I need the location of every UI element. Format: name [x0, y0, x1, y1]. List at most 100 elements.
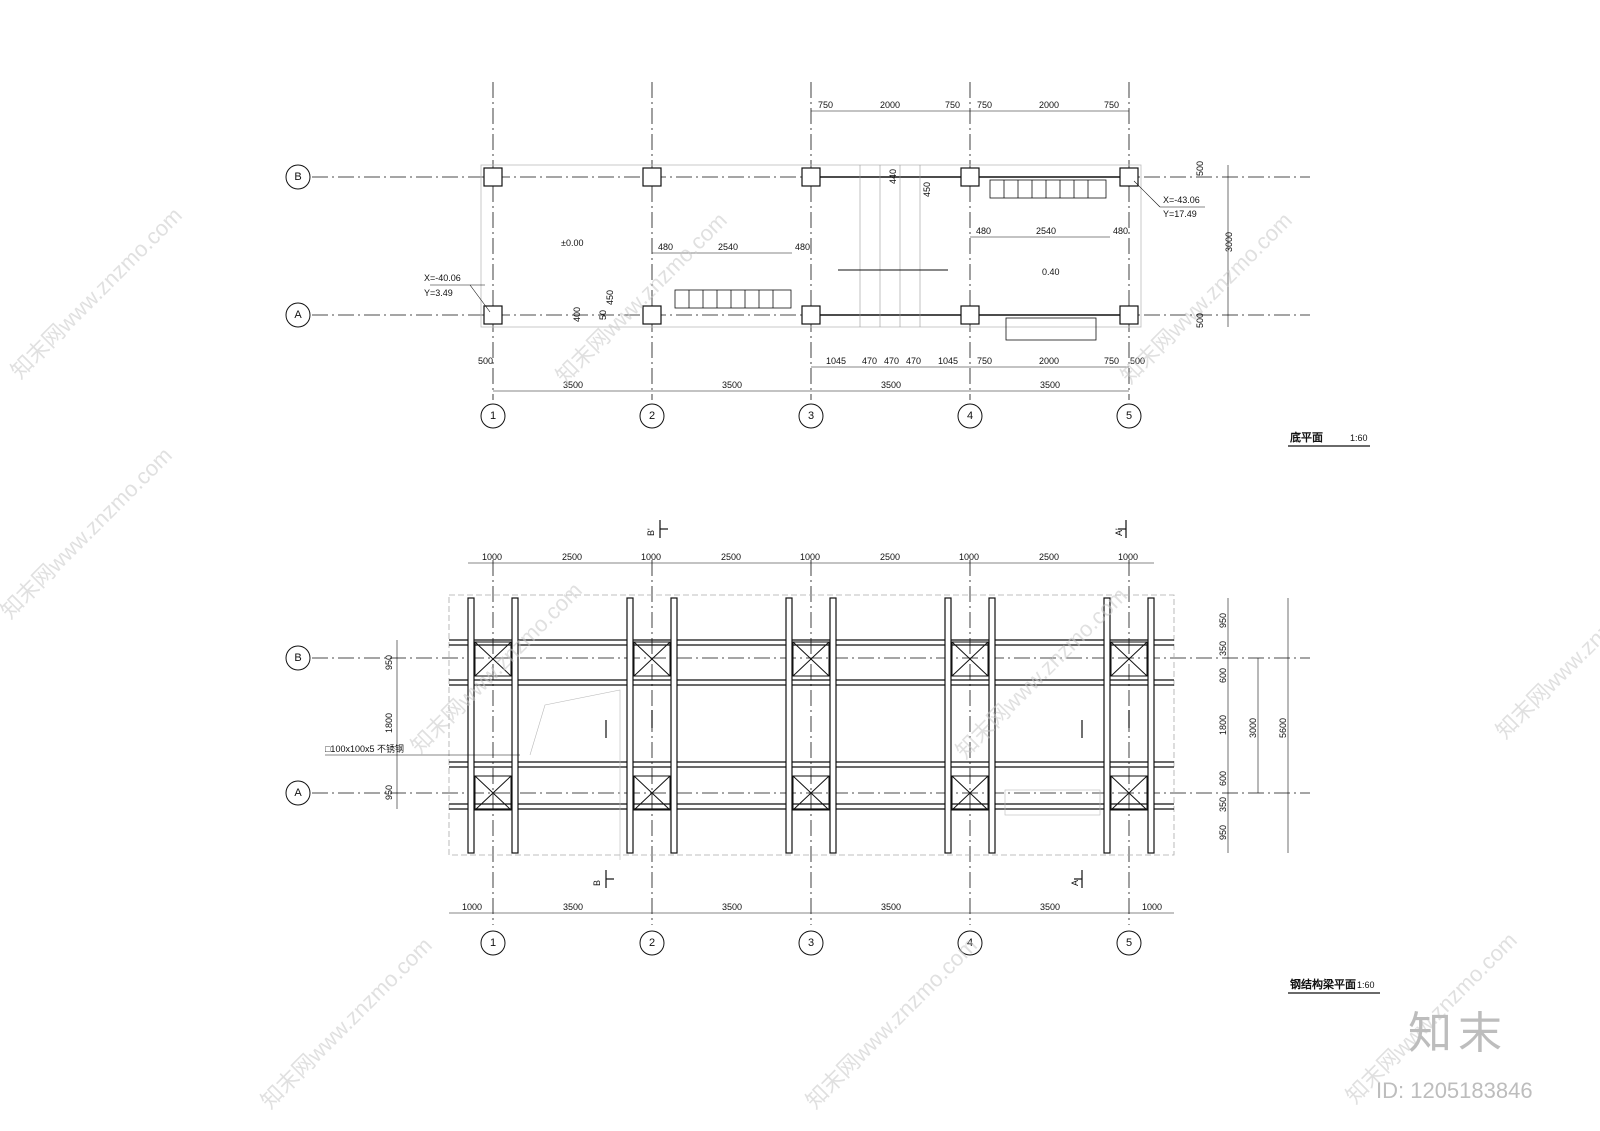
watermark-2: 知末网www.znzmo.com	[551, 207, 732, 388]
plan2-right-dim-7: 950	[1218, 825, 1228, 840]
plan1-axis-5: 5	[1126, 410, 1132, 422]
plan2-top-dim-9: 1000	[1118, 552, 1138, 562]
id-text: ID: 1205183846	[1376, 1078, 1533, 1103]
plan2-section-a-prime: A'	[1114, 528, 1124, 536]
plan1-bay-dim-3: 3500	[881, 380, 901, 390]
plan2-bottom-dim-3: 3500	[722, 902, 742, 912]
plan1-coord-right-x: X=-43.06	[1163, 195, 1200, 205]
plan1-right-dim-1: 500	[1195, 161, 1205, 176]
plan2-top-dim-8: 2500	[1039, 552, 1059, 562]
plan2-top-dim-5: 1000	[800, 552, 820, 562]
plan2-axis-a: A	[294, 787, 302, 799]
brand-logo-text: 知末	[1408, 1009, 1508, 1058]
plan2-right-dim-5: 600	[1218, 771, 1228, 786]
plan2-axis-3: 3	[808, 937, 814, 949]
plan1-bottom-dim-7: 2000	[1039, 356, 1059, 366]
watermark-9: 知末网www.znzmo.com	[801, 932, 982, 1113]
plan2-bottom-dim-1: 1000	[462, 902, 482, 912]
plan2-overall-dim-3000: 3000	[1248, 718, 1258, 738]
plan2-title: 钢结构梁平面	[1290, 977, 1356, 991]
plan1-bottom-dim-1: 1045	[826, 356, 846, 366]
plan2-axis-1: 1	[490, 937, 496, 949]
plan2-axis-5: 5	[1126, 937, 1132, 949]
plan2-axis-2: 2	[649, 937, 655, 949]
plan1-bottom-dim-9: 500	[1130, 356, 1145, 366]
plan1-top-dim-6: 750	[1104, 100, 1119, 110]
plan2-top-dim-7: 1000	[959, 552, 979, 562]
watermark-3: 知末网www.znzmo.com	[1116, 207, 1297, 388]
plan2-left-dim-1: 950	[384, 655, 394, 670]
plan1-top-dim-4: 750	[977, 100, 992, 110]
plan1-bottom-dim-4: 470	[906, 356, 921, 366]
plan1-top-dim-1: 750	[818, 100, 833, 110]
plan1-inner-right-dim-1: 480	[976, 226, 991, 236]
plan2-top-dim-4: 2500	[721, 552, 741, 562]
plan1-inner-right-dim-2: 2540	[1036, 226, 1056, 236]
plan1-top-dim-3: 750	[945, 100, 960, 110]
plan1-bench-left	[674, 289, 792, 309]
plan2-top-dim-3: 1000	[641, 552, 661, 562]
plan2-section-b: B	[592, 880, 602, 886]
plan1-bottom-dim-2: 470	[862, 356, 877, 366]
plan1-small-dim-4: 50	[598, 310, 608, 320]
plan2-bottom-dim-4: 3500	[881, 902, 901, 912]
plan1-bay-dim-1: 3500	[563, 380, 583, 390]
plan1-right-dim-3: 500	[1195, 313, 1205, 328]
plan1-axis-1: 1	[490, 410, 496, 422]
plan2-top-dim-2: 2500	[562, 552, 582, 562]
plan2-section-b-prime: B'	[646, 528, 656, 536]
plan1-columns	[483, 167, 1139, 325]
plan1-small-dim-1: 440	[888, 169, 898, 184]
plan1-coord-right-y: Y=17.49	[1163, 209, 1197, 219]
plan1-bottom-dim-5: 1045	[938, 356, 958, 366]
plan1-bottom-dim-3: 470	[884, 356, 899, 366]
plan1-top-dim-5: 2000	[1039, 100, 1059, 110]
plan1-top-dim-2: 2000	[880, 100, 900, 110]
plan2-axis-4: 4	[967, 937, 973, 949]
plan1-inner-left-dim-3: 480	[795, 242, 810, 252]
plan1-bottom-dim-8: 750	[1104, 356, 1119, 366]
plan1-inner-right-dim-3: 480	[1113, 226, 1128, 236]
plan2-right-dim-2: 350	[1218, 641, 1228, 656]
plan1-axis-a: A	[294, 309, 302, 321]
watermark-7: 知末网www.znzmo.com	[1491, 562, 1600, 743]
plan1-elevation-left: ±0.00	[561, 238, 583, 248]
plan1-axis-bubbles	[285, 164, 1142, 429]
plan2-axis-b: B	[294, 652, 301, 664]
plan2-top-dim-1: 1000	[482, 552, 502, 562]
plan1-axis-4: 4	[967, 410, 973, 422]
plan2-left-dim-2: 1800	[384, 713, 394, 733]
watermark-1: 知末网www.znzmo.com	[6, 202, 187, 383]
plan1-title: 底平面	[1290, 430, 1323, 444]
plan2-right-dim-6: 350	[1218, 797, 1228, 812]
plan2-member-label: □100x100x5 不锈钢	[325, 743, 404, 754]
plan2-bottom-dim-6: 1000	[1142, 902, 1162, 912]
plan2-horizontal-beams	[449, 639, 1174, 810]
plan1-right-dim-2: 3000	[1224, 232, 1234, 252]
plan1-small-dim-3: 400	[572, 307, 582, 322]
watermark-4: 知末网www.znzmo.com	[0, 442, 177, 623]
plan2-column-braces	[474, 641, 1148, 811]
plan1-bottom-dim-6: 750	[977, 356, 992, 366]
plan2-section-a: A	[1070, 880, 1080, 886]
plan1-elevation-right: 0.40	[1042, 267, 1060, 277]
plan2-axis-lines	[312, 560, 1310, 925]
plan2-bottom-dim-5: 3500	[1040, 902, 1060, 912]
plan2-bottom-dim-2: 3500	[563, 902, 583, 912]
plan1-bench-right	[989, 179, 1107, 199]
watermark-5: 知末网www.znzmo.com	[406, 577, 587, 758]
plan2-overall-dim-5600: 5600	[1278, 718, 1288, 738]
plan1-small-dim-2: 450	[922, 182, 932, 197]
plan1-axis-3: 3	[808, 410, 814, 422]
plan2-left-dim-3: 950	[384, 785, 394, 800]
plan-1-base-plan	[312, 82, 1310, 400]
plan-2-steel-beam-plan	[312, 520, 1310, 925]
plan2-axis-bubbles	[285, 645, 1142, 956]
plan2-right-dim-1: 950	[1218, 613, 1228, 628]
plan2-right-dim-3: 600	[1218, 668, 1228, 683]
plan1-inner-left-dim-2: 2540	[718, 242, 738, 252]
plan2-scale: 1:60	[1357, 980, 1375, 990]
plan1-axis-2: 2	[649, 410, 655, 422]
plan2-right-dim-4: 1800	[1218, 715, 1228, 735]
